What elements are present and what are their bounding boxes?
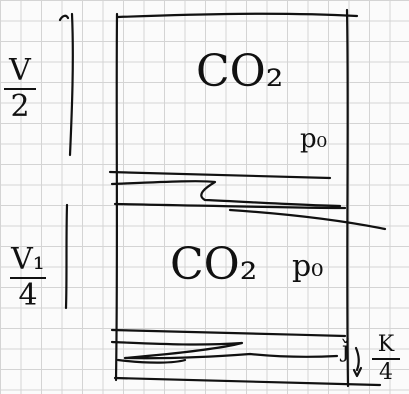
- top-gas-label: CO₂: [196, 46, 284, 97]
- middle-pressure-label: p₀: [292, 249, 324, 284]
- right-wall: [345, 8, 350, 388]
- middle-volume-denominator: 4: [18, 278, 38, 313]
- top-height-marker: [58, 12, 74, 157]
- top-edge: [116, 12, 359, 19]
- bottom-note-label: ǰ: [342, 338, 350, 363]
- upper-piston: [108, 170, 387, 231]
- top-volume-fraction: V 2: [4, 56, 36, 122]
- middle-height-marker: [64, 203, 69, 310]
- lower-piston: [110, 328, 382, 387]
- middle-volume-fraction: V₁ 4: [10, 245, 46, 311]
- bottom-arrow: [352, 346, 363, 378]
- left-wall: [114, 12, 119, 382]
- top-volume-denominator: 2: [10, 89, 30, 124]
- bottom-numerator: K: [377, 332, 395, 357]
- top-pressure-label: p₀: [300, 124, 328, 154]
- middle-gas-label: CO₂: [170, 239, 258, 290]
- bottom-denominator: 4: [379, 360, 393, 385]
- bottom-fraction: K 4: [372, 334, 400, 384]
- top-volume-numerator: V: [9, 53, 31, 88]
- middle-volume-numerator: V₁: [11, 242, 45, 277]
